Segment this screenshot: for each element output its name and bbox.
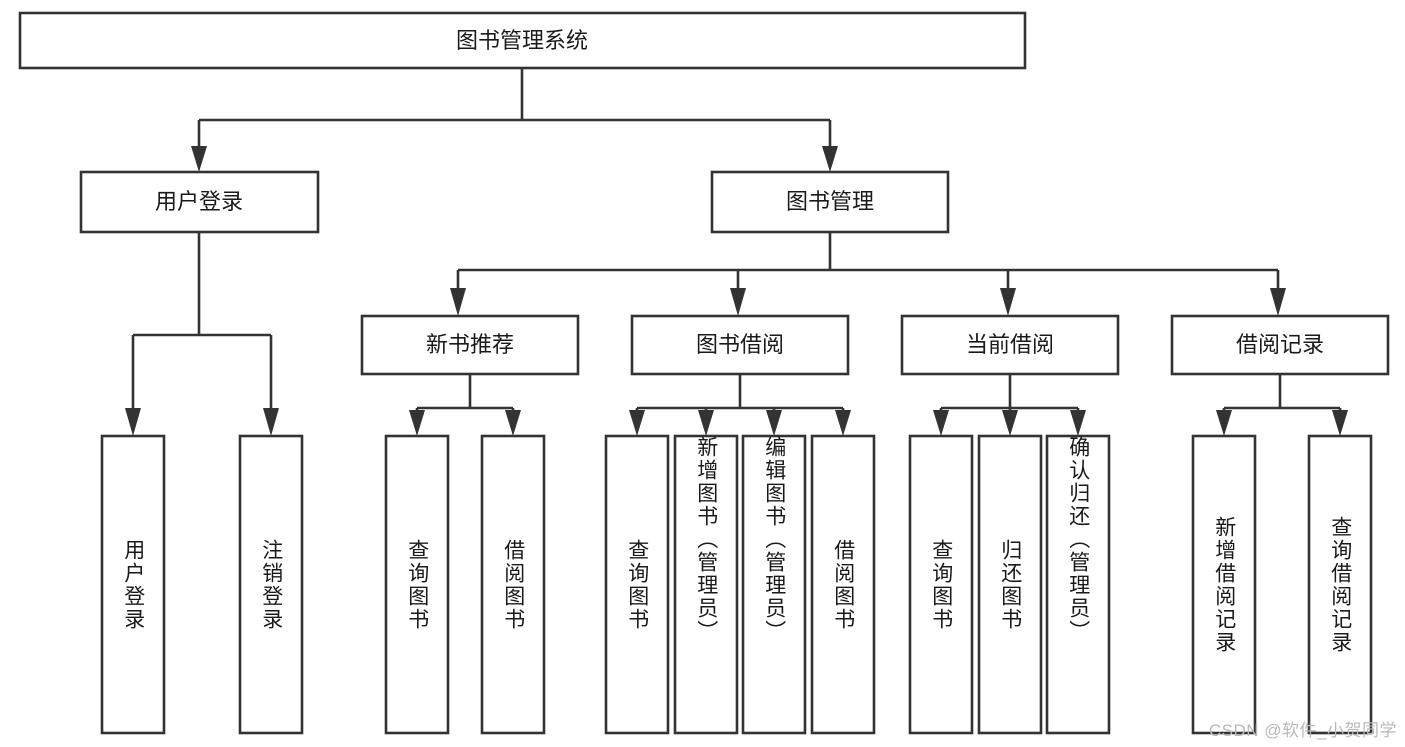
watermark-text: CSDN @软件_小贺同学 <box>1208 721 1397 740</box>
node-book-manage[interactable]: 图书管理 <box>710 170 950 234</box>
current-borrow-box-rect <box>900 314 1120 376</box>
connector-book-manage-to-level3 <box>450 232 1286 316</box>
arrow-to-user-login <box>191 146 207 172</box>
root-box-rect <box>18 11 1027 70</box>
borrow-record-box-label: 借阅记录 <box>1236 332 1324 357</box>
connector-book-borrow-to-leaves <box>629 374 851 436</box>
connector-current-borrow-to-leaves <box>933 374 1086 436</box>
leaf-box-user-login[interactable] <box>100 434 166 735</box>
leaf-box-logout[interactable] <box>238 434 304 735</box>
user-login-box-rect <box>79 170 320 234</box>
arrow-to-new-book-recommend <box>450 288 466 316</box>
arrow-to-leaf-logout <box>263 408 279 436</box>
node-borrow-record[interactable]: 借阅记录 <box>1170 314 1390 376</box>
arrow-to-leaf-user-login <box>125 408 141 436</box>
leaf-box-add-book[interactable] <box>673 434 739 735</box>
arrow-to-borrow-record <box>1270 288 1286 316</box>
leaf-box-return-book[interactable] <box>977 434 1043 735</box>
arrow-to-current-borrow <box>1000 288 1016 316</box>
new-book-recommend-box-rect <box>360 314 580 376</box>
user-login-box-label: 用户登录 <box>155 189 243 214</box>
book-manage-box-label: 图书管理 <box>786 189 874 214</box>
node-user-login[interactable]: 用户登录 <box>79 170 320 234</box>
leaf-box-query-record[interactable] <box>1307 434 1373 735</box>
connector-user-login-to-leaves <box>125 232 279 436</box>
node-new-book-recommend[interactable]: 新书推荐 <box>360 314 580 376</box>
leaf-box-borrow-book-2[interactable] <box>810 434 876 735</box>
leaf-box-query-book-2[interactable] <box>604 434 670 735</box>
leaf-box-edit-book[interactable] <box>741 434 807 735</box>
leaf-box-query-book-1[interactable] <box>384 434 450 735</box>
leaf-box-query-book-3[interactable] <box>908 434 974 735</box>
node-current-borrow[interactable]: 当前借阅 <box>900 314 1120 376</box>
leaf-box-borrow-book-1[interactable] <box>480 434 546 735</box>
current-borrow-box-label: 当前借阅 <box>966 332 1054 357</box>
connector-borrow-record-to-leaves <box>1216 374 1348 436</box>
root-box-label: 图书管理系统 <box>456 28 588 53</box>
connector-new-book-recommend-to-leaves <box>409 374 521 436</box>
new-book-recommend-box-label: 新书推荐 <box>426 332 514 357</box>
book-borrow-box-label: 图书借阅 <box>696 332 784 357</box>
leaf-box-confirm-return[interactable] <box>1045 434 1111 735</box>
arrow-to-book-manage <box>822 146 838 172</box>
arrow-to-book-borrow <box>730 288 746 316</box>
connector-root-to-level2 <box>191 68 838 172</box>
node-root[interactable]: 图书管理系统 <box>18 11 1027 70</box>
node-book-borrow[interactable]: 图书借阅 <box>630 314 850 376</box>
leaf-box-add-record[interactable] <box>1191 434 1257 735</box>
